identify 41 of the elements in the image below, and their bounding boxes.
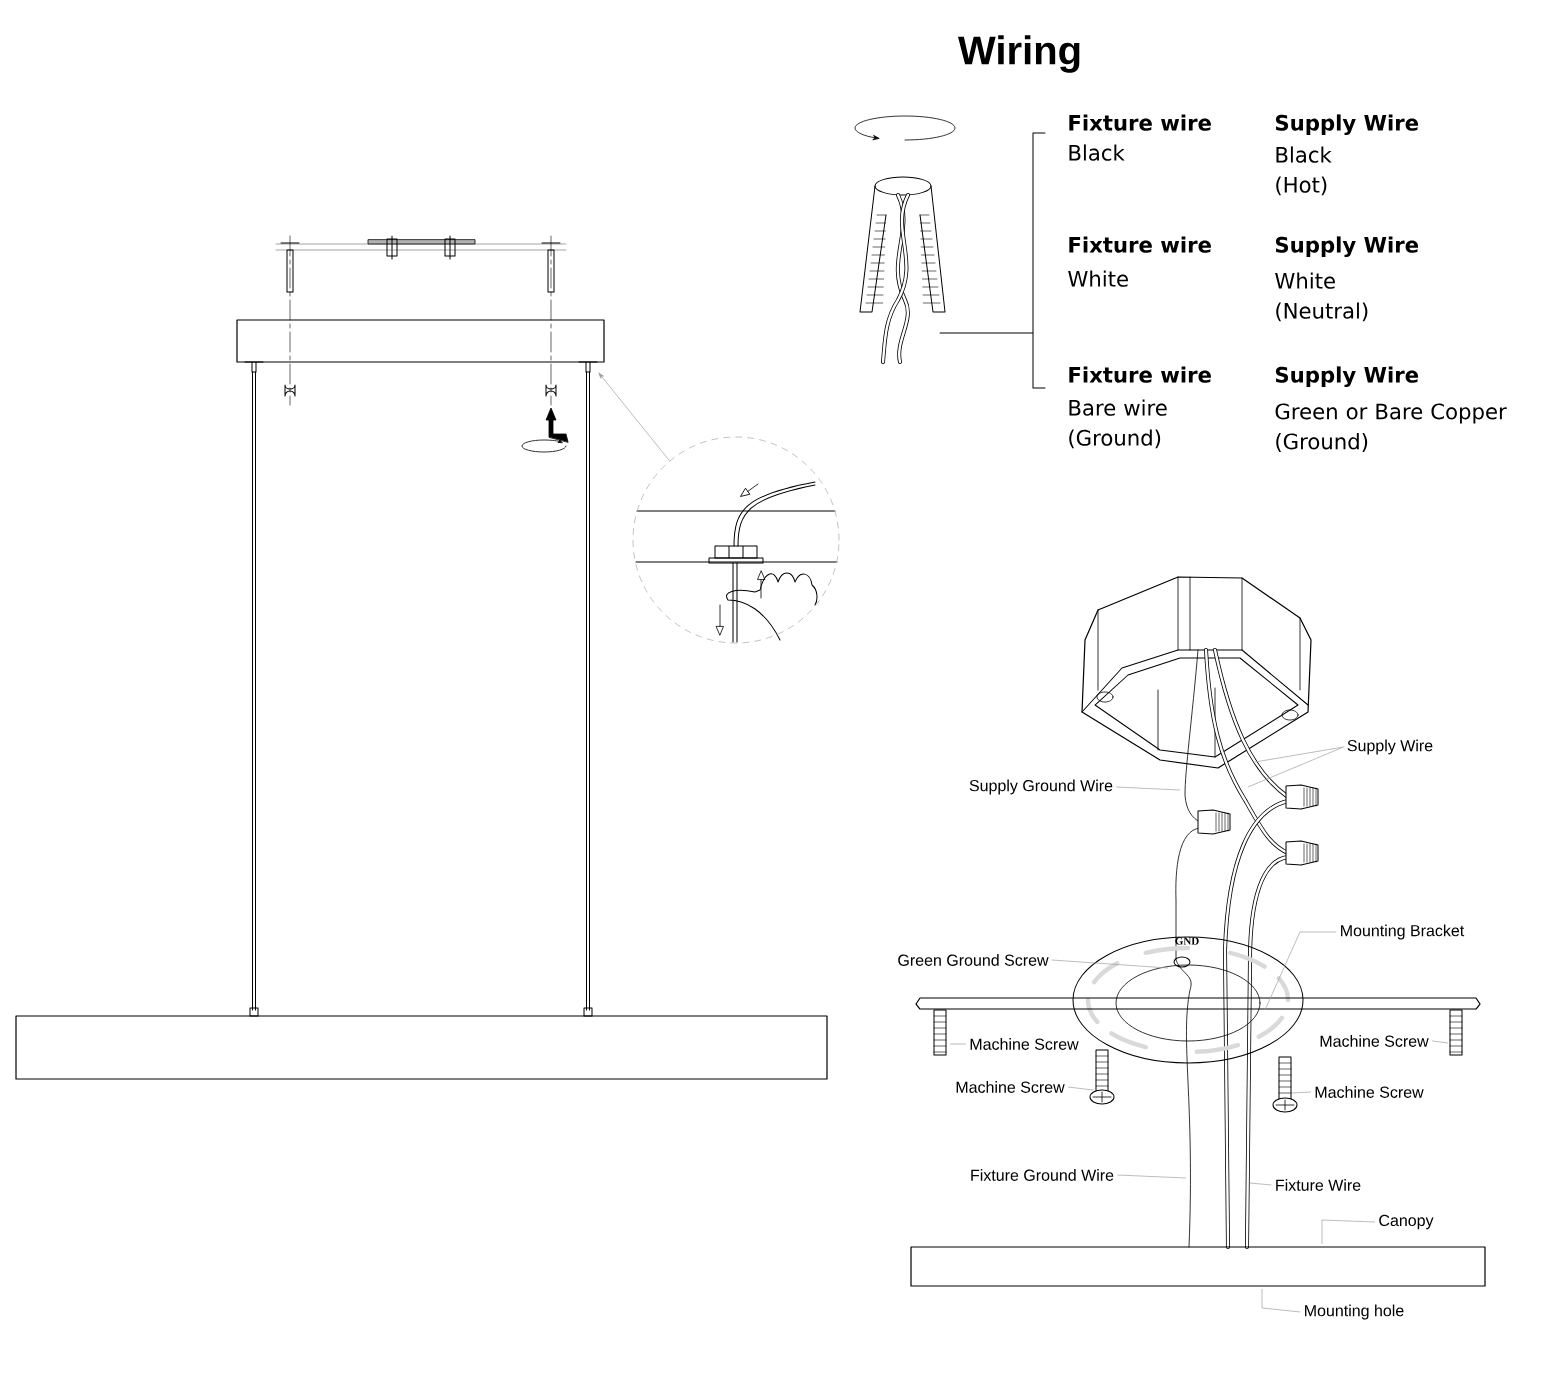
- table-text: Black: [1069, 144, 1125, 161]
- bracket-marking: GND: [1175, 937, 1199, 945]
- leader-line: [1264, 931, 1337, 1011]
- callout-label: Supply Ground Wire: [969, 779, 1113, 795]
- table-heading: Fixture wire: [1069, 366, 1211, 383]
- table-text: Bare wire (Ground): [1069, 399, 1167, 449]
- callout-label: Machine Screw: [956, 1081, 1065, 1093]
- leader-line: [1247, 746, 1344, 788]
- leader-line: [1067, 1086, 1094, 1091]
- leader-line: [1051, 959, 1169, 969]
- leader-line: [1291, 1091, 1312, 1094]
- table-text: White (Neutral): [1275, 272, 1368, 322]
- callout-label: Machine Screw: [1320, 1035, 1429, 1047]
- leader-line: [1117, 1174, 1187, 1179]
- callout-label: Machine Screw: [970, 1038, 1079, 1050]
- leader-line: [1254, 746, 1344, 763]
- leader-line: [1261, 1288, 1301, 1313]
- title: Wiring: [958, 35, 1080, 73]
- callout-label: Mounting hole: [1305, 1304, 1404, 1320]
- table-heading: Fixture wire: [1069, 114, 1211, 131]
- leader-line: [1249, 1182, 1272, 1186]
- callout-label: Green Ground Screw: [898, 954, 1049, 966]
- table-text: White: [1068, 270, 1128, 287]
- leader-line: [598, 372, 670, 462]
- table-text: Green or Bare Copper (Ground): [1275, 403, 1507, 452]
- callout-label: Fixture Wire: [1276, 1179, 1361, 1191]
- leader-line: [949, 1043, 967, 1045]
- callout-label: Canopy: [1379, 1214, 1434, 1230]
- callout-label: Mounting Bracket: [1341, 924, 1465, 940]
- leader-line: [1116, 786, 1181, 791]
- table-heading: Supply Wire: [1275, 366, 1419, 388]
- callout-label: Machine Screw: [1315, 1086, 1424, 1098]
- leader-line: [1321, 1219, 1376, 1245]
- detail-circle: [632, 436, 840, 644]
- table-text: Black (Hot): [1276, 146, 1332, 196]
- table-heading: Supply Wire: [1275, 114, 1419, 136]
- table-heading: Supply Wire: [1275, 236, 1419, 258]
- table-heading: Fixture wire: [1069, 236, 1211, 253]
- callout-label: Fixture Ground Wire: [971, 1169, 1114, 1181]
- callout-label: Supply Wire: [1347, 739, 1433, 755]
- leader-line: [1431, 1040, 1449, 1044]
